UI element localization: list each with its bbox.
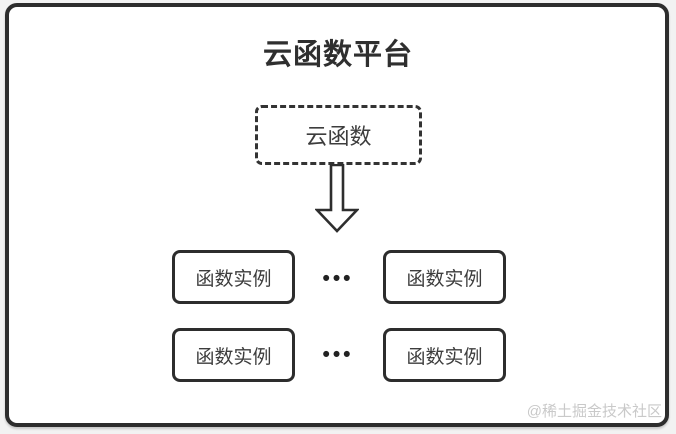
function-instance-label: 函数实例 [195,346,272,368]
function-instance-box: 函数实例 [383,328,506,382]
ellipsis-row1: ••• [322,267,354,290]
function-instance-box: 函数实例 [383,250,506,304]
function-instance-label: 函数实例 [406,268,483,290]
function-instance-box: 函数实例 [172,328,295,382]
cloud-function-label: 云函数 [305,124,372,149]
diagram-title: 云函数平台 [262,39,413,71]
function-instance-label: 函数实例 [406,346,483,368]
function-instance-label: 函数实例 [195,268,272,290]
ellipsis-row2: ••• [322,343,354,366]
cloud-function-box: 云函数 [255,105,422,165]
function-instance-box: 函数实例 [172,250,295,304]
down-arrow-icon [315,164,359,233]
watermark: @稀土掘金技术社区 [526,403,662,420]
